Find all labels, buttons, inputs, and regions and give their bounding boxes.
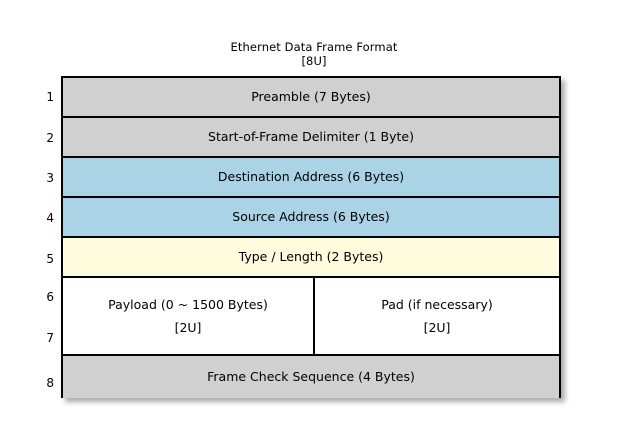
- row-number-4: 4: [46, 211, 54, 225]
- row-number-8: 8: [46, 376, 54, 390]
- frame-field-preamble: Preamble (7 Bytes): [63, 78, 559, 118]
- frame-field-source-address: Source Address (6 Bytes): [63, 198, 559, 238]
- frame-field-label: Source Address (6 Bytes): [232, 208, 390, 224]
- frame-field-payload-pad: Payload (0 ~ 1500 Bytes) [2U] Pad (if ne…: [63, 278, 559, 356]
- frame-field-label: Payload (0 ~ 1500 Bytes): [108, 296, 268, 312]
- frame-field-type-length: Type / Length (2 Bytes): [63, 238, 559, 278]
- figure-subtitle: [8U]: [301, 53, 327, 68]
- frame-field-label: Type / Length (2 Bytes): [238, 248, 384, 264]
- frame-field-table: Preamble (7 Bytes) Start-of-Frame Delimi…: [61, 76, 561, 398]
- frame-field-frame-check-sequence: Frame Check Sequence (4 Bytes): [63, 356, 559, 398]
- frame-field-payload: Payload (0 ~ 1500 Bytes) [2U]: [63, 278, 315, 354]
- frame-field-sublabel: [2U]: [174, 320, 202, 335]
- row-number-7: 7: [46, 331, 54, 345]
- frame-field-label: Preamble (7 Bytes): [251, 88, 371, 104]
- figure-title-block: Ethernet Data Frame Format [8U]: [0, 40, 628, 68]
- frame-field-sfd: Start-of-Frame Delimiter (1 Byte): [63, 118, 559, 158]
- frame-field-sublabel: [2U]: [423, 320, 451, 335]
- frame-field-pad: Pad (if necessary) [2U]: [315, 278, 559, 354]
- row-number-3: 3: [46, 171, 54, 185]
- figure-title: Ethernet Data Frame Format: [230, 40, 398, 54]
- frame-field-label: Pad (if necessary): [381, 296, 493, 312]
- frame-field-destination-address: Destination Address (6 Bytes): [63, 158, 559, 198]
- row-number-5: 5: [46, 252, 54, 266]
- frame-field-label: Frame Check Sequence (4 Bytes): [207, 368, 415, 384]
- row-number-1: 1: [46, 90, 54, 104]
- row-number-gutter: 1 2 3 4 5 6 7 8: [28, 76, 54, 398]
- row-number-6: 6: [46, 290, 54, 304]
- frame-field-label: Destination Address (6 Bytes): [217, 168, 405, 184]
- row-number-2: 2: [46, 131, 54, 145]
- frame-field-label: Start-of-Frame Delimiter (1 Byte): [208, 128, 414, 144]
